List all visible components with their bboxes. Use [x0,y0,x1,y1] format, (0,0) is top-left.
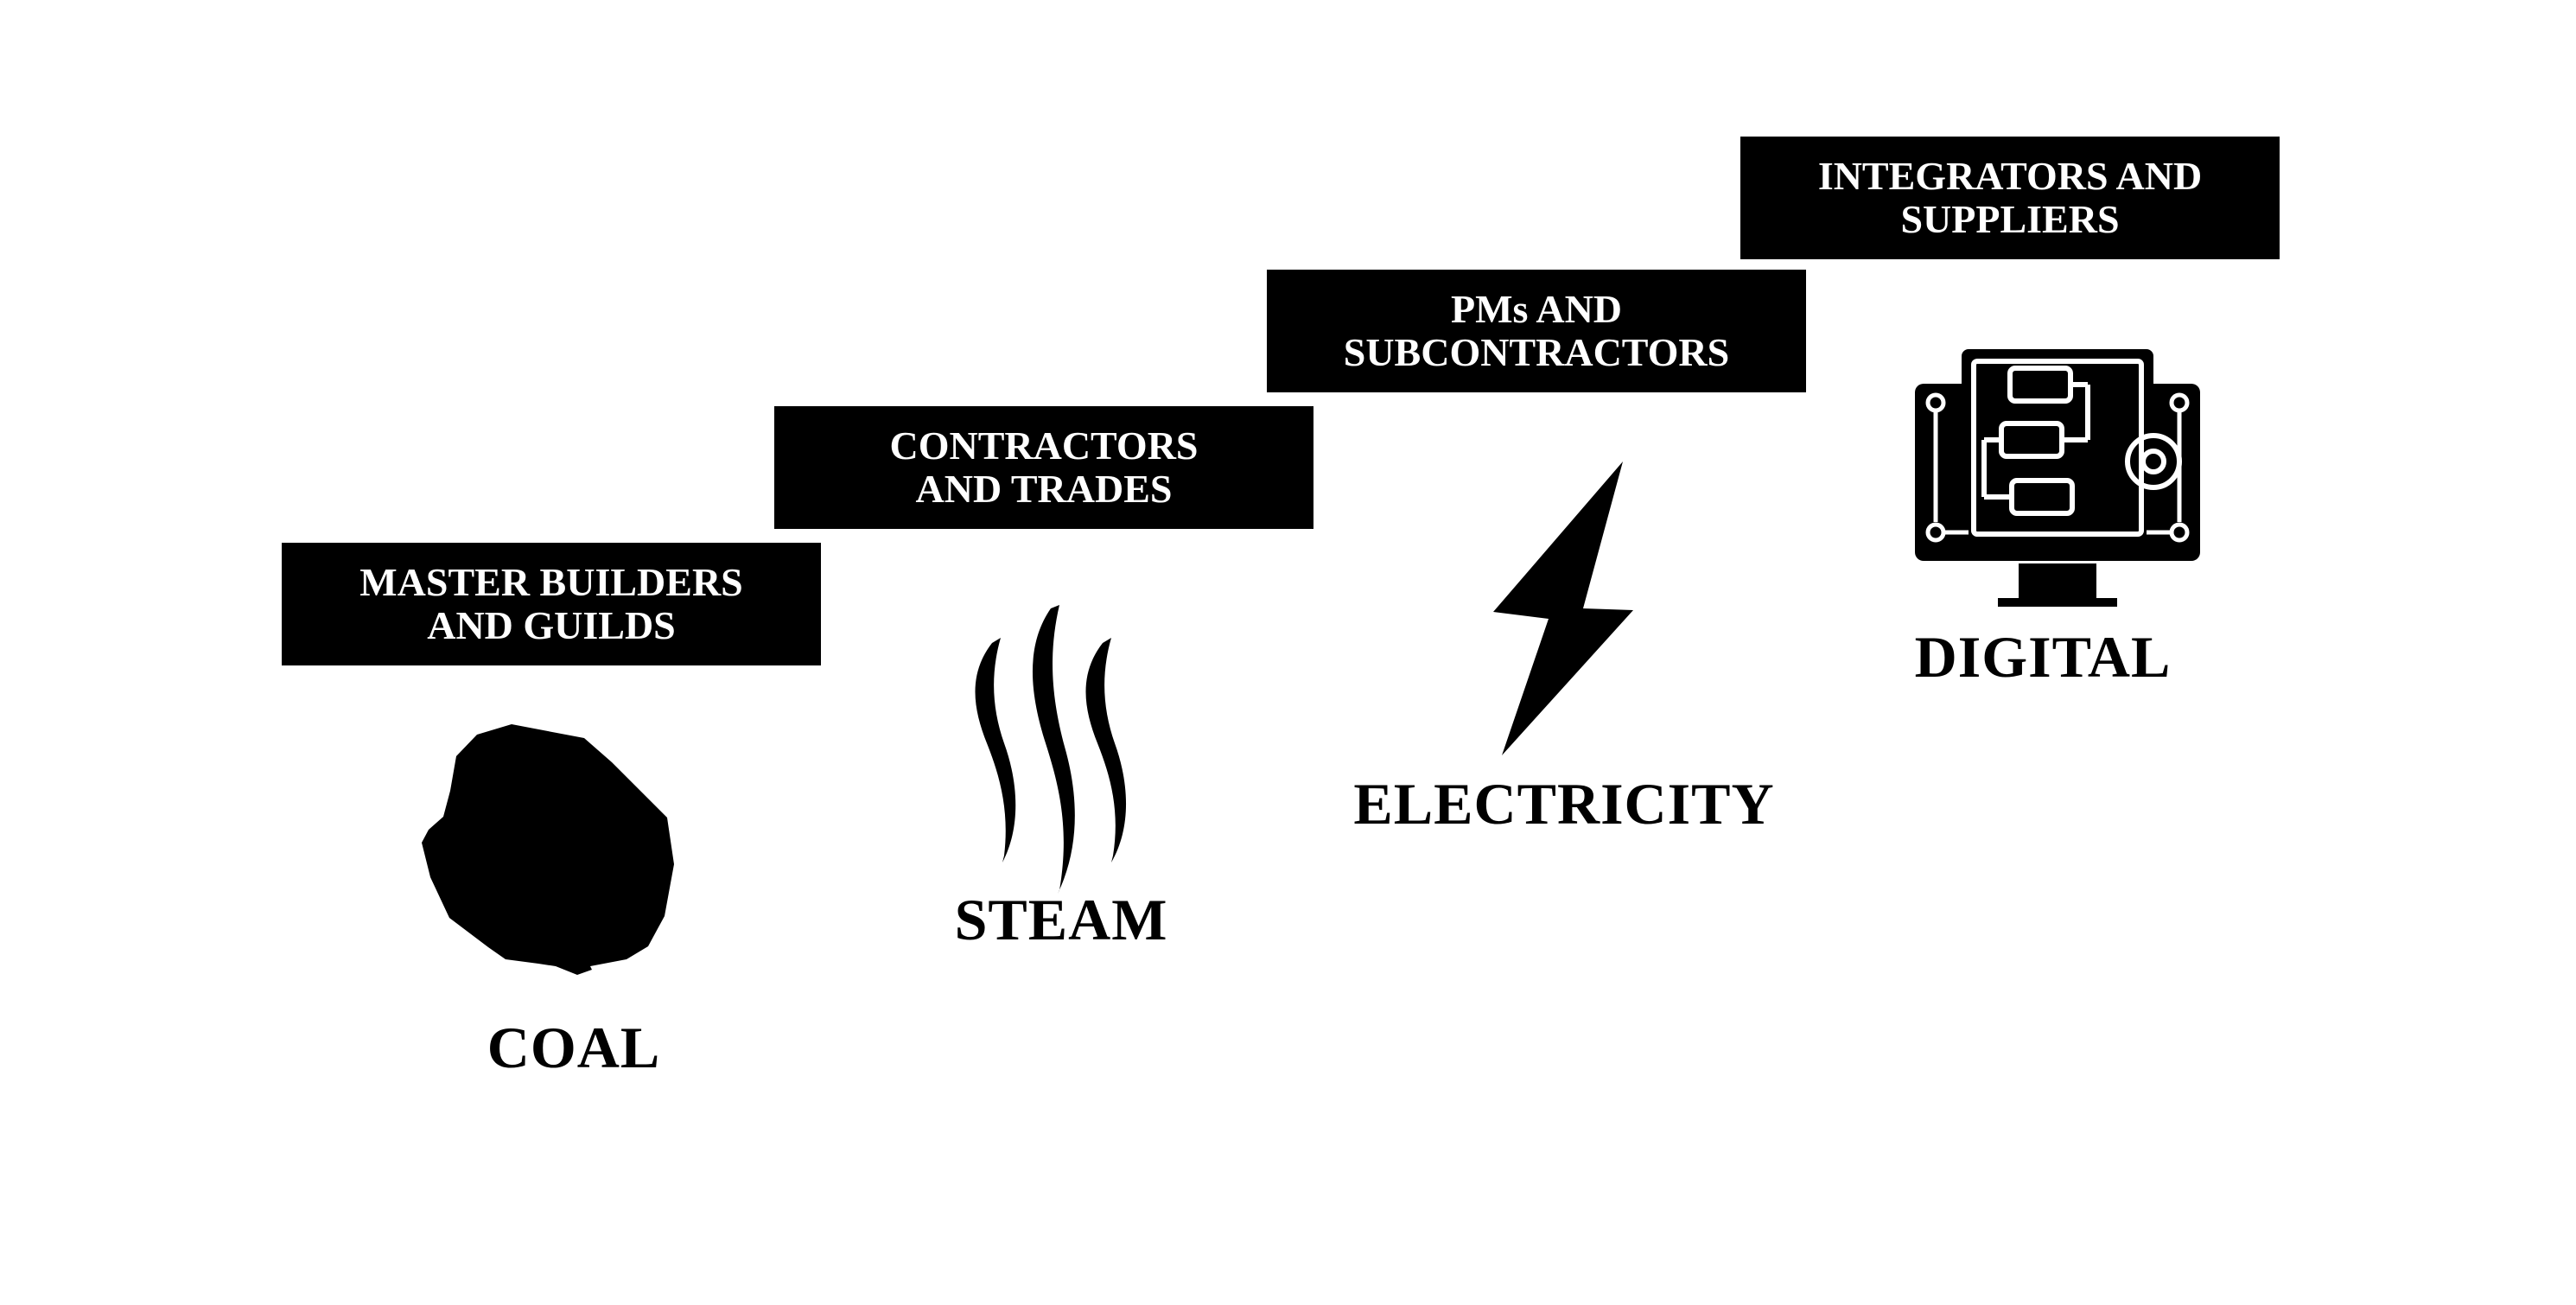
era-label-coal: COAL [487,1015,661,1080]
role-label-line1: PMs AND [1450,287,1623,331]
role-box-pms: PMs AND SUBCONTRACTORS [1267,270,1806,392]
era-label-digital: DIGITAL [1914,624,2172,690]
role-label-line2: SUPPLIERS [1900,197,2120,241]
role-box-master-builders: MASTER BUILDERS AND GUILDS [282,543,821,665]
role-label-line1: INTEGRATORS AND [1817,154,2203,198]
role-label-line1: MASTER BUILDERS [359,560,743,604]
era-label-electricity: ELECTRICITY [1353,771,1775,837]
role-label-line2: AND TRADES [915,467,1173,511]
era-label-steam: STEAM [954,887,1168,952]
lightning-bolt-icon [1493,462,1633,755]
digital-monitor-icon [1915,349,2200,607]
role-label-line2: SUBCONTRACTORS [1343,330,1730,374]
role-label-line2: AND GUILDS [427,603,676,647]
role-box-contractors: CONTRACTORS AND TRADES [774,406,1313,529]
coal-lump-icon [422,724,674,975]
steam-icon [975,605,1127,894]
role-box-integrators: INTEGRATORS AND SUPPLIERS [1740,137,2280,259]
role-label-line1: CONTRACTORS [889,423,1199,468]
